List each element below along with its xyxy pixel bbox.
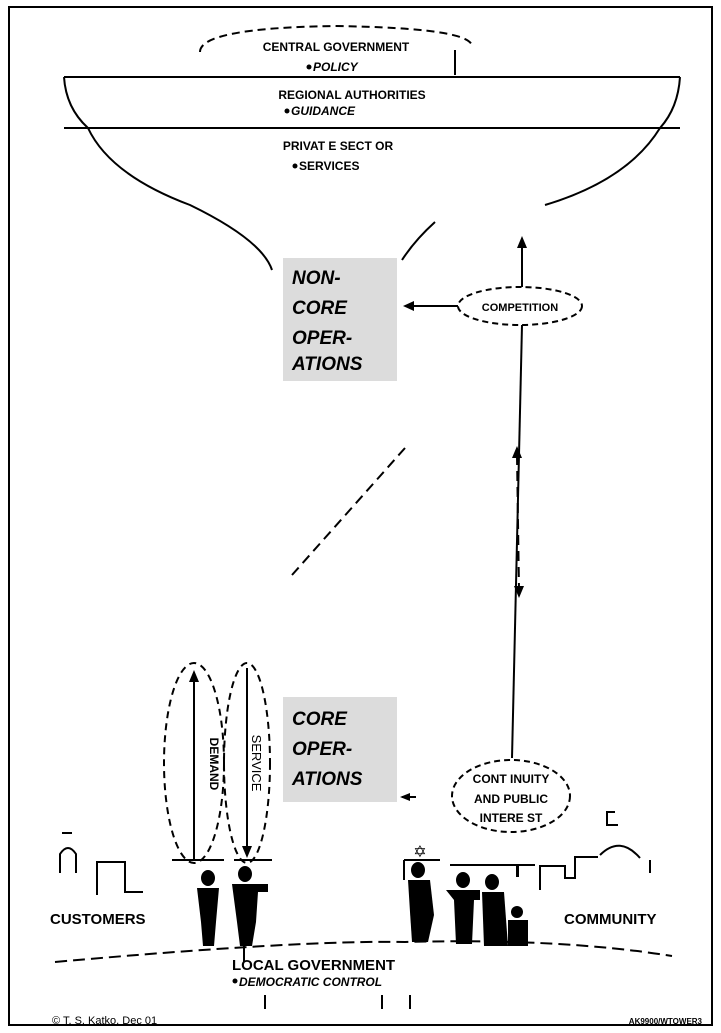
democratic-control-label: DEMOCRATIC CONTROL — [239, 975, 382, 989]
continuity-line2: AND PUBLIC — [474, 792, 548, 806]
person-customer-1-head — [201, 870, 215, 886]
funnel-band-right — [660, 77, 680, 128]
arrow-head-to-noncore — [403, 301, 414, 311]
funnel-inner-left-curve — [402, 222, 435, 260]
continuity-arrow-head — [400, 793, 410, 801]
flag-mark — [516, 865, 519, 877]
vertical-connector — [512, 325, 522, 758]
person-customer-2-head — [238, 866, 252, 882]
core-line1: CORE — [292, 709, 348, 730]
person-community-3-head — [485, 874, 499, 890]
people-community — [408, 862, 528, 946]
person-community-4-body — [508, 920, 528, 946]
dome-right — [600, 846, 640, 858]
regional-authorities-title: REGIONAL AUTHORITIES — [278, 88, 425, 102]
person-customer-2-body — [232, 884, 268, 946]
noncore-line1: NON- — [292, 268, 341, 289]
building-left — [97, 862, 143, 895]
dashed-arrow-head-up — [512, 446, 522, 458]
core-line2: OPER- — [292, 739, 352, 760]
competition-label: COMPETITION — [482, 302, 558, 314]
customers-label: CUSTOMERS — [50, 911, 146, 928]
local-government-title: LOCAL GOVERNMENT — [232, 957, 395, 974]
demand-label: DEMAND — [207, 738, 221, 791]
policy-label: POLICY — [313, 60, 359, 74]
people-customers — [197, 866, 268, 946]
services-bullet — [293, 164, 298, 169]
person-community-1-head — [411, 862, 425, 878]
person-community-2-head — [456, 872, 470, 888]
document-code: AK9900/WTOWER3 — [629, 1017, 703, 1026]
star-icon: ✡ — [413, 844, 426, 861]
person-community-1-body — [408, 880, 434, 942]
arrow-head-up — [517, 236, 527, 248]
central-government-title: CENTRAL GOVERNMENT — [263, 40, 410, 54]
policy-bullet — [307, 65, 312, 70]
noncore-line4: ATIONS — [291, 354, 363, 375]
building-right — [540, 857, 598, 890]
private-sector-title: PRIVAT E SECT OR — [283, 139, 394, 153]
funnel-right-curve — [545, 128, 660, 205]
service-label: SERVICE — [249, 735, 264, 792]
continuity-line1: CONT INUITY — [473, 772, 550, 786]
funnel-left-curve — [88, 128, 272, 270]
democratic-bullet — [233, 979, 238, 984]
person-customer-1-body — [197, 888, 219, 946]
noncore-line2: CORE — [292, 298, 348, 319]
house-left — [60, 848, 76, 873]
person-community-4-head — [511, 906, 523, 918]
competition-connectors — [412, 246, 582, 758]
diagonal-dashed-line — [292, 448, 405, 575]
noncore-line3: OPER- — [292, 328, 352, 349]
crescent-mark — [607, 812, 618, 825]
funnel-band-left — [64, 77, 88, 128]
copyright-text: © T. S. Katko, Dec 01 — [52, 1015, 157, 1027]
service-arrow-head — [242, 846, 252, 858]
ground-ticks — [265, 995, 410, 1009]
demand-arrow-head — [189, 670, 199, 682]
community-label: COMMUNITY — [564, 911, 657, 928]
guidance-label: GUIDANCE — [291, 104, 356, 118]
continuity-line3: INTERE ST — [480, 811, 543, 825]
guidance-bullet — [285, 109, 290, 114]
core-line3: ATIONS — [291, 769, 363, 790]
town-skyline — [55, 812, 672, 962]
person-community-2-body — [446, 890, 480, 944]
person-community-3-body — [482, 892, 508, 946]
services-label: SERVICES — [299, 159, 359, 173]
